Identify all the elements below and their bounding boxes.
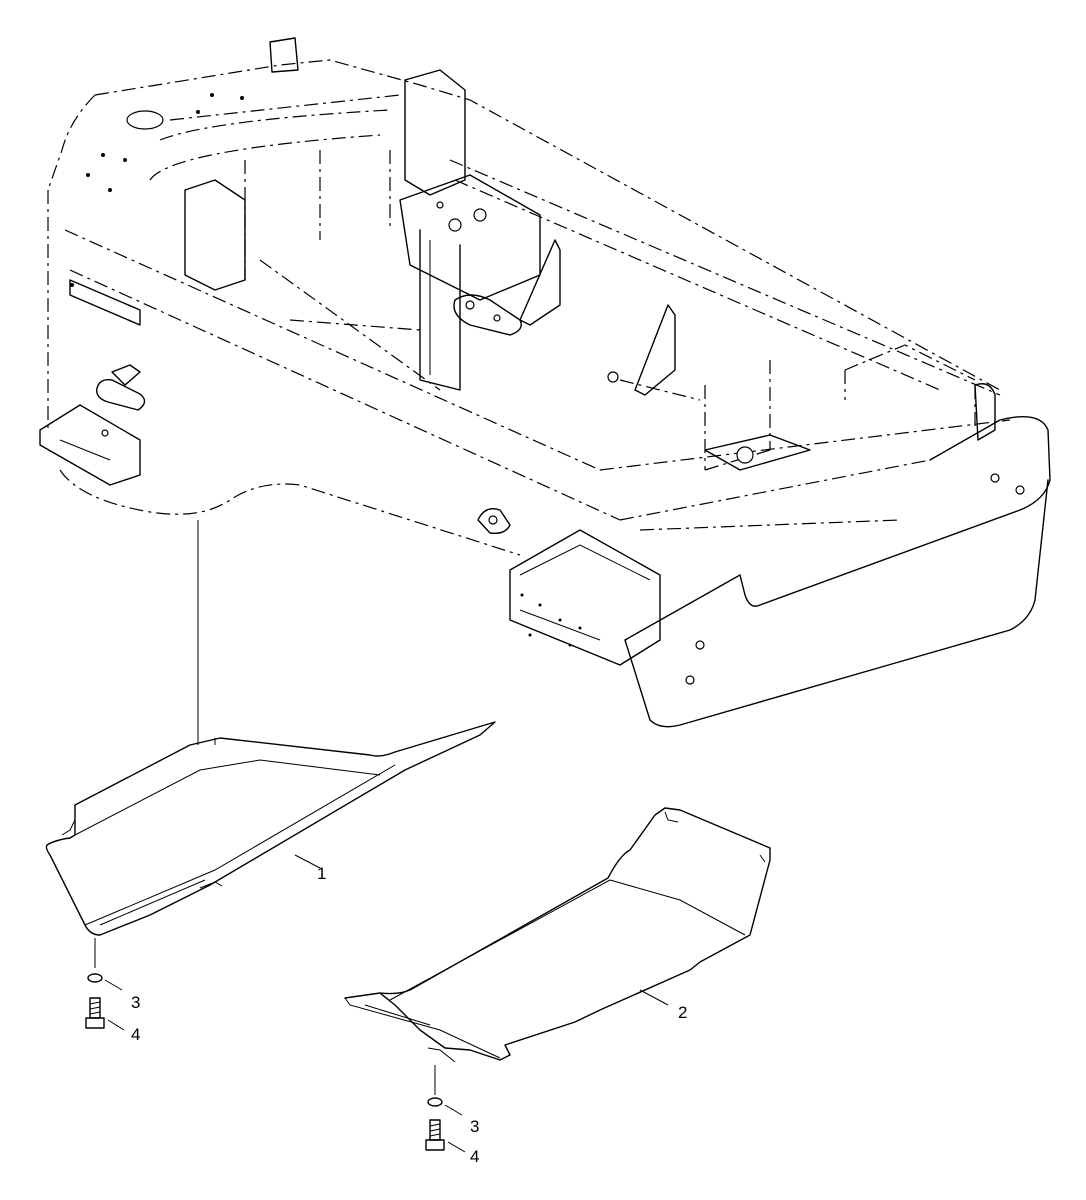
bolt-icon [85,997,105,1029]
callout-3-left: 3 [131,993,140,1012]
guard-plate-2 [344,807,771,1153]
callouts: 1 2 3 4 3 4 [131,864,687,1166]
washer-icon [427,1097,443,1107]
bolt-icon [425,1119,445,1151]
callout-1: 1 [317,864,326,883]
callout-4-right: 4 [470,1147,479,1166]
callout-4-left: 4 [131,1025,140,1044]
callout-3-right: 3 [470,1117,479,1136]
washer-icon [87,973,103,983]
frame-phantom [47,59,1011,556]
callout-2: 2 [678,1003,687,1022]
frame-solid-features [39,37,1051,728]
guard-plate-1 [45,520,496,1031]
